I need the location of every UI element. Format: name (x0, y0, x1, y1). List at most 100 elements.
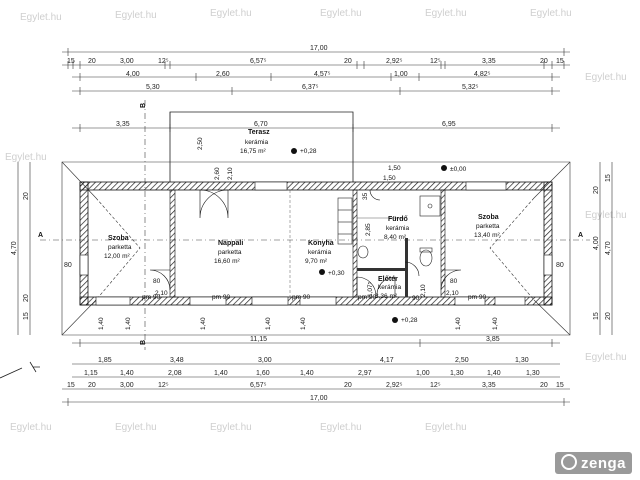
dim-overall-top: 17,00 (310, 45, 328, 52)
level-marker-icon (291, 148, 297, 154)
dim-label: 12⁵ (430, 58, 441, 65)
room-area: 3,36 m² (375, 293, 398, 300)
room-name-konyha: Konyha (308, 240, 334, 247)
door-label: pm 90 (468, 294, 486, 301)
bottom-dimension-lines (62, 339, 570, 406)
door-label: 2,10 (227, 167, 234, 180)
door-label: 1,50 (383, 175, 396, 182)
door-label: pm 90 (292, 294, 310, 301)
dim-label: 1,00 (394, 71, 408, 78)
door-label: 2,50 (197, 137, 204, 150)
door-label: 2,85 (365, 223, 372, 236)
dim-label: 11,15 (250, 336, 267, 343)
watermark: Egylet.hu (210, 8, 252, 19)
watermark: Egylet.hu (425, 422, 467, 433)
watermark: Egylet.hu (425, 8, 467, 19)
door-label: 2,60 (214, 167, 221, 180)
roof-outline (61, 161, 571, 336)
dim-label: 12⁵ (158, 58, 169, 65)
kitchen-counter (337, 197, 353, 245)
dim-label: 15 (556, 382, 564, 389)
dim-label: 1,30 (526, 370, 540, 377)
watermark: Egylet.hu (10, 422, 52, 433)
room-floor: parketta (476, 223, 500, 230)
door-label: 35 (362, 192, 369, 200)
dim-label: 20 (593, 186, 600, 194)
dim-label: 3,85 (486, 336, 500, 343)
room-area: 8,40 m² (384, 234, 407, 241)
door-label: 2,10 (155, 290, 168, 297)
room-area: 16,75 m² (240, 148, 266, 155)
dim-label: 80 (64, 262, 72, 269)
dim-label: 15 (593, 312, 600, 320)
dim-label: 20 (88, 58, 96, 65)
dim-label: 12⁵ (430, 382, 441, 389)
dim-label: 1,60 (256, 370, 270, 377)
dim-label: 15 (23, 312, 30, 320)
dim-label: 2,08 (168, 370, 182, 377)
brand-name: zenga (580, 455, 626, 472)
dim-label: 4,00 (126, 71, 140, 78)
shower-tray (419, 195, 441, 217)
door-label: 80 (450, 278, 458, 285)
watermark: Egylet.hu (320, 8, 362, 19)
door-label: 2,10 (446, 290, 459, 297)
watermark: Egylet.hu (530, 8, 572, 19)
dim-label: 1,15 (84, 370, 98, 377)
dim-label: 4,17 (380, 357, 394, 364)
dim-label: 15 (605, 174, 612, 182)
dim-label: 2,97 (358, 370, 372, 377)
dim-label: 20 (540, 382, 548, 389)
room-floor: kerámia (245, 139, 269, 146)
dim-label: 1,40 (214, 370, 228, 377)
brand-ring-icon (560, 454, 577, 470)
room-floor: kerámia (308, 249, 332, 256)
toilet-icon (419, 249, 433, 267)
dim-label: 6,70 (254, 121, 268, 128)
watermark: Egylet.hu (585, 72, 627, 83)
room-area: 12,00 m² (104, 253, 130, 260)
room-name-nappali: Nappali (218, 240, 243, 247)
door-label: 80 (153, 278, 161, 285)
dim-label: 80 (556, 262, 564, 269)
dim-label: 2,60 (216, 71, 230, 78)
dim-label: 20 (88, 382, 96, 389)
side-dimension-labels: 20 4,70 15 20 20 15 4,00 4,70 15 20 80 8… (11, 174, 612, 320)
top-dimension-labels: 17,00 15 20 3,00 12⁵ 6,57⁵ 20 2,92⁵ 12⁵ … (67, 45, 564, 128)
window-label: 1,40 (492, 317, 499, 330)
window-label: 1,40 (125, 317, 132, 330)
door-label: 1,07⁵ (367, 281, 374, 297)
room-name-szoba-left: Szoba (108, 235, 129, 242)
room-floor: parketta (108, 244, 132, 251)
window-labels: 1,40 1,40 1,40 1,40 1,40 1,40 1,40 (98, 317, 499, 330)
level-marker-icon (441, 165, 447, 171)
level-konyha: +0,30 (328, 270, 345, 277)
watermark: Egylet.hu (585, 352, 627, 363)
dim-label: 3,35 (482, 382, 496, 389)
watermark: Egylet.hu (585, 210, 627, 221)
dim-label: 3,00 (258, 357, 272, 364)
level-marker-icon (319, 269, 325, 275)
section-label-a-left: A (38, 232, 43, 239)
dim-label: 2,92⁵ (386, 58, 403, 65)
watermark: Egylet.hu (115, 422, 157, 433)
door-label: pm 90 (358, 294, 376, 301)
dim-label: 3,48 (170, 357, 184, 364)
dim-label: 3,35 (482, 58, 496, 65)
window-label: 1,40 (98, 317, 105, 330)
door-label: pm 90 (212, 294, 230, 301)
doors (149, 189, 462, 297)
level-markers: +0,28 +0,30 +0,28 ±0,00 (291, 148, 467, 324)
room-name-szoba-right: Szoba (478, 214, 499, 221)
sink-icon (357, 245, 369, 259)
room-area: 16,60 m² (214, 258, 240, 265)
window-label: 1,40 (200, 317, 207, 330)
windows (79, 181, 553, 306)
dim-overall-bottom: 17,00 (310, 395, 328, 402)
dim-label: 3,35 (116, 121, 130, 128)
dim-label: 1,30 (515, 357, 529, 364)
dim-label: 4,70 (605, 241, 612, 255)
dim-label: 20 (23, 192, 30, 200)
bottom-dimension-labels: 11,15 3,85 1,85 3,48 3,00 4,17 2,50 1,30… (67, 336, 564, 402)
